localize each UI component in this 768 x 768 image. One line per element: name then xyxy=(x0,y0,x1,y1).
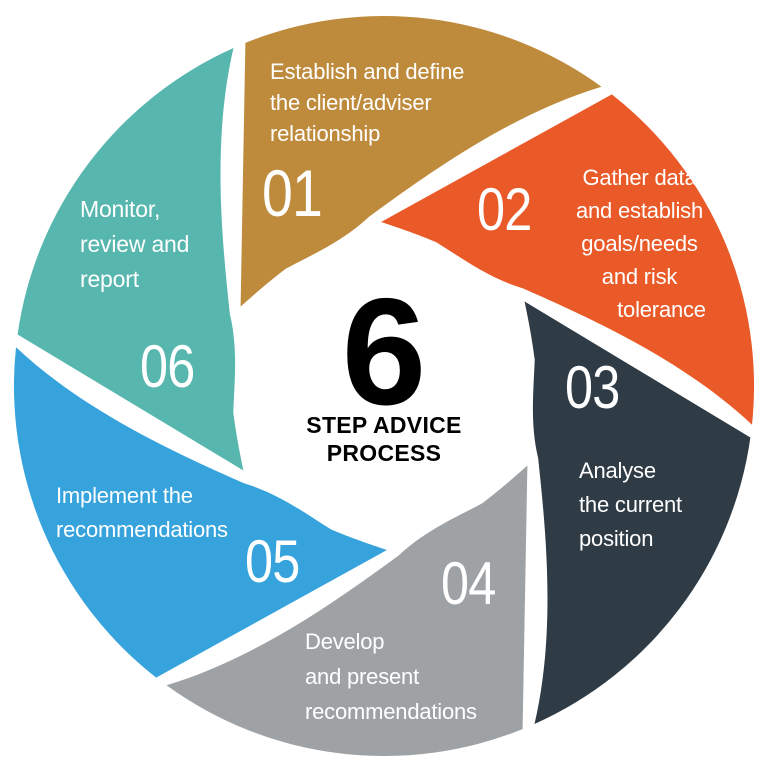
center-step-count: 6 xyxy=(341,267,427,437)
blade-02 xyxy=(381,94,755,425)
blade-01 xyxy=(240,15,602,307)
step-label-06: Monitor, review and report xyxy=(80,192,189,297)
blade-06 xyxy=(17,48,244,471)
step-label-line: Gather data xyxy=(582,165,697,190)
step-label-line: tolerance xyxy=(617,297,706,322)
step-number-05: 05 xyxy=(245,528,300,595)
center-subtitle-line2: PROCESS xyxy=(326,440,442,466)
center-subtitle-line1: STEP ADVICE xyxy=(306,412,462,438)
blade-04 xyxy=(166,465,528,757)
step-label-line: Monitor, xyxy=(80,196,161,222)
step-label-01: Establish and define the client/adviser … xyxy=(270,56,464,149)
step-number-01: 01 xyxy=(262,156,323,230)
step-label-02: Gather data and establish goals/needs an… xyxy=(532,161,747,326)
step-label-line: review and xyxy=(80,231,190,257)
step-label-line: Develop xyxy=(305,629,385,654)
step-label-line: recommendations xyxy=(56,517,228,542)
step-label-line: the current xyxy=(579,492,682,517)
step-label-04: Develop and present recommendations xyxy=(305,624,477,729)
step-label-line: goals/needs xyxy=(581,231,698,256)
step-label-line: recommendations xyxy=(305,699,477,724)
step-number-04: 04 xyxy=(441,550,496,617)
step-label-line: Implement the xyxy=(56,483,193,508)
step-number-06: 06 xyxy=(140,333,195,400)
step-number-03: 03 xyxy=(565,354,620,421)
step-label-line: and risk xyxy=(601,264,678,289)
step-number-02: 02 xyxy=(477,176,532,243)
step-label-03: Analyse the current position xyxy=(579,454,682,556)
step-label-line: Establish and define xyxy=(270,59,465,84)
step-label-line: relationship xyxy=(270,121,381,146)
step-label-line: Analyse xyxy=(579,458,656,483)
blade-05 xyxy=(13,347,387,678)
step-label-line: and establish xyxy=(575,198,704,223)
step-label-line: position xyxy=(579,526,654,551)
step-label-line: and present xyxy=(305,664,419,689)
step-label-line: report xyxy=(80,266,139,292)
blade-03 xyxy=(524,301,751,724)
step-label-line: the client/adviser xyxy=(270,90,432,115)
step-label-05: Implement the recommendations xyxy=(56,479,228,547)
